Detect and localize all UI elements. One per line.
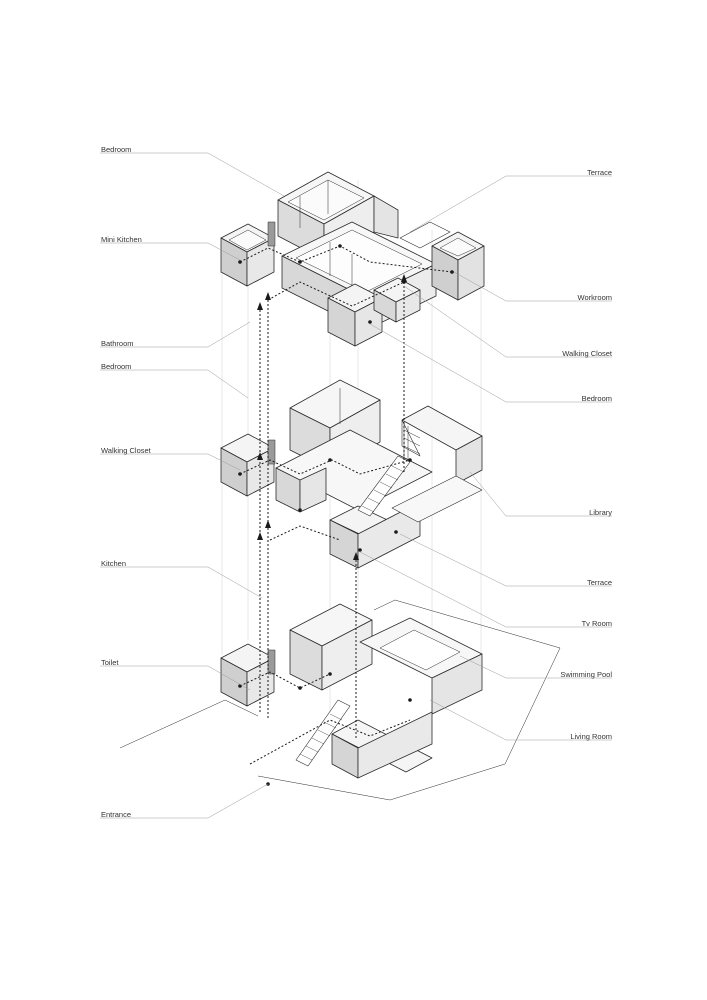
- circulation-paths: [239, 245, 453, 765]
- label-kitchen: Kitchen: [101, 559, 127, 568]
- label-bedroom-right: Bedroom: [581, 394, 612, 403]
- label-terrace-mid: Terrace: [586, 578, 612, 587]
- label-library: Library: [589, 508, 612, 517]
- label-entrance: Entrance: [101, 810, 132, 819]
- middle-floor: [220, 379, 483, 569]
- label-living-room: Living Room: [570, 732, 612, 741]
- label-terrace-top: Terrace: [586, 168, 612, 177]
- label-walking-closet-right: Walking Closet: [562, 349, 612, 358]
- leader-lines: [100, 152, 612, 819]
- label-walking-closet-left: Walking Closet: [101, 446, 151, 455]
- label-mini-kitchen: Mini Kitchen: [101, 235, 142, 244]
- ground-floor: [119, 599, 561, 801]
- label-bedroom-mid: Bedroom: [101, 362, 132, 371]
- room-markers: [238, 244, 454, 786]
- label-tv-room: Tv Room: [581, 619, 612, 628]
- label-bathroom: Bathroom: [101, 339, 134, 348]
- label-bedroom-top: Bedroom: [101, 145, 132, 154]
- top-floor: [220, 171, 485, 347]
- label-swimming-pool: Swimming Pool: [560, 670, 612, 679]
- label-toilet: Toilet: [101, 658, 119, 667]
- path-arrows: [257, 274, 407, 560]
- label-workroom: Workroom: [577, 293, 612, 302]
